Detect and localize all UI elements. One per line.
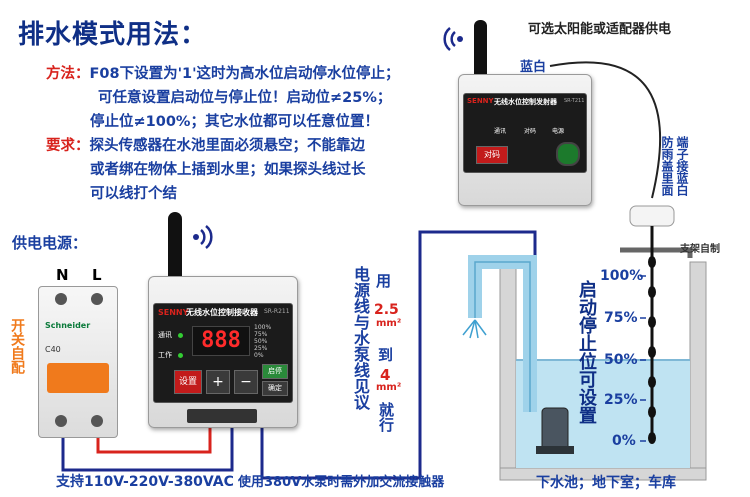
requirement-line-2: 或者绑在物体上插到水里；如果探头线过长 [90, 162, 366, 178]
tank-wall-right [689, 261, 707, 473]
receiver-status-led-1 [178, 333, 183, 338]
transmitter-name: 无线水位控制发射器 [494, 98, 557, 106]
receiver-pct-scale: 100% 75% 50% 25% 0% [254, 324, 271, 359]
breaker-toggle[interactable] [47, 363, 109, 393]
bracket-note: 支架自制 [680, 244, 720, 255]
power-supply-label: 供电电源： [12, 234, 88, 252]
breaker-screw-bottom-n [55, 415, 67, 427]
requirement-line-1: 要求：探头传感器在水池里面必须悬空；不能靠边 [46, 134, 365, 155]
receiver-pct-50: 50% [254, 338, 268, 345]
water-pump [541, 407, 569, 451]
probe-sensors [648, 256, 656, 444]
receiver-startstop-button[interactable]: 启停 [262, 364, 288, 379]
requirement-text-1: 探头传感器在水池里面必须悬空；不能靠边 [89, 138, 366, 154]
transmitter-pair-button[interactable]: 对码 [476, 146, 508, 164]
cable-size-high: 4 [380, 366, 391, 384]
level-25: 25% [604, 392, 638, 408]
method-line-2: 可任意设置启动位与停止位！启动位≠25%； [98, 90, 392, 106]
receiver-plus-button[interactable]: + [206, 370, 230, 394]
water-spray [462, 319, 487, 339]
breaker-model: C40 [45, 345, 61, 354]
optional-power-label: 可选太阳能或适配器供电 [528, 22, 672, 37]
cable-note-use: 用 [376, 272, 392, 290]
probe-bracket [620, 247, 693, 258]
transmitter-power-knob[interactable] [556, 142, 580, 166]
receiver-terminal-block [187, 409, 257, 423]
level-50: 50% [604, 352, 638, 368]
receiver-wifi-icon [193, 225, 213, 249]
receiver-set-button[interactable]: 设置 [174, 370, 202, 394]
receiver-confirm-button[interactable]: 确定 [262, 381, 288, 396]
receiver-status-label-2: 工作 [158, 351, 172, 359]
transmitter-model: SR-T211 [564, 98, 585, 104]
breaker-side-note: 开关自配 [9, 318, 25, 374]
breaker-screw-l [91, 293, 103, 305]
receiver-device: SENNY 无线水位控制接收器 SR-R211 通讯 工作 888 100% 7… [148, 276, 298, 428]
receiver-display: 888 [192, 326, 250, 356]
blue-white-label: 蓝白 [520, 60, 547, 75]
receiver-pct-75: 75% [254, 331, 268, 338]
terminal-note-b: 防雨盖里面 [660, 136, 674, 196]
cable-size-low: 2.5 [374, 302, 399, 318]
breaker-n-label: N [56, 266, 69, 284]
contactor-note: 使用380V水泵时需外加交流接触器 [238, 475, 445, 490]
location-note: 下水池；地下室；车库 [536, 475, 676, 491]
receiver-status-label-1: 通讯 [158, 331, 172, 339]
level-100: 100% [600, 268, 644, 284]
pump-wire [260, 230, 537, 480]
transmitter-brand: SENNY [467, 97, 494, 105]
level-75: 75% [604, 310, 638, 326]
receiver-pct-100: 100% [254, 324, 272, 331]
cable-unit-1: mm² [376, 318, 402, 329]
requirement-line-3: 可以线打个结 [90, 186, 177, 202]
method-label: 方法： [46, 66, 90, 82]
page-title: 排水模式用法： [18, 20, 208, 50]
level-0: 0% [612, 433, 636, 449]
cable-note-main: 电源线与水泵线见议 [351, 266, 370, 410]
receiver-pct-0: 0% [254, 352, 264, 359]
breaker-brand: Schneider [45, 321, 91, 330]
method-text-1: F08下设置为'1'这时为高水位启动停水位停止； [89, 66, 400, 82]
receiver-name: 无线水位控制接收器 [186, 308, 258, 317]
terminal-note-a: 端子接蓝白 [675, 136, 689, 196]
breaker-screw-n [55, 293, 67, 305]
method-line-1: 方法：F08下设置为'1'这时为高水位启动停水位停止； [46, 62, 400, 83]
receiver-brand: SENNY [158, 308, 189, 317]
tank-wall-left [499, 261, 517, 473]
receiver-pct-25: 25% [254, 345, 268, 352]
tank-level-note: 启动停止位可设置 [576, 280, 597, 424]
cable-note-tail: 就行 [377, 402, 395, 432]
cable-unit-2: mm² [376, 382, 402, 393]
breaker-l-label: L [92, 266, 102, 284]
breaker-screw-bottom-l [91, 415, 103, 427]
receiver-model: SR-R211 [264, 308, 290, 315]
probe-cable [549, 61, 662, 199]
level-arrows [640, 275, 646, 442]
transmitter-device: SENNY 无线水位控制发射器 SR-T211 通讯 对码 电源 对码 [458, 74, 592, 206]
receiver-status-led-2 [178, 353, 183, 358]
transmitter-indicator-1: 通讯 [494, 128, 507, 135]
transmitter-panel: SENNY 无线水位控制发射器 SR-T211 通讯 对码 电源 对码 [463, 93, 587, 173]
requirement-label: 要求： [46, 138, 90, 154]
receiver-panel: SENNY 无线水位控制接收器 SR-R211 通讯 工作 888 100% 7… [153, 303, 293, 403]
voltage-note: 支持110V-220V-380VAC [56, 474, 234, 490]
transmitter-indicator-3: 电源 [552, 128, 565, 135]
transmitter-wifi-icon [443, 27, 463, 51]
method-line-3: 停止位≠100%；其它水位都可以任意位置！ [90, 114, 379, 130]
circuit-breaker: Schneider C40 [38, 286, 118, 438]
receiver-minus-button[interactable]: − [234, 370, 258, 394]
cable-note-to: 到 [378, 346, 394, 364]
transmitter-indicator-2: 对码 [524, 128, 537, 135]
